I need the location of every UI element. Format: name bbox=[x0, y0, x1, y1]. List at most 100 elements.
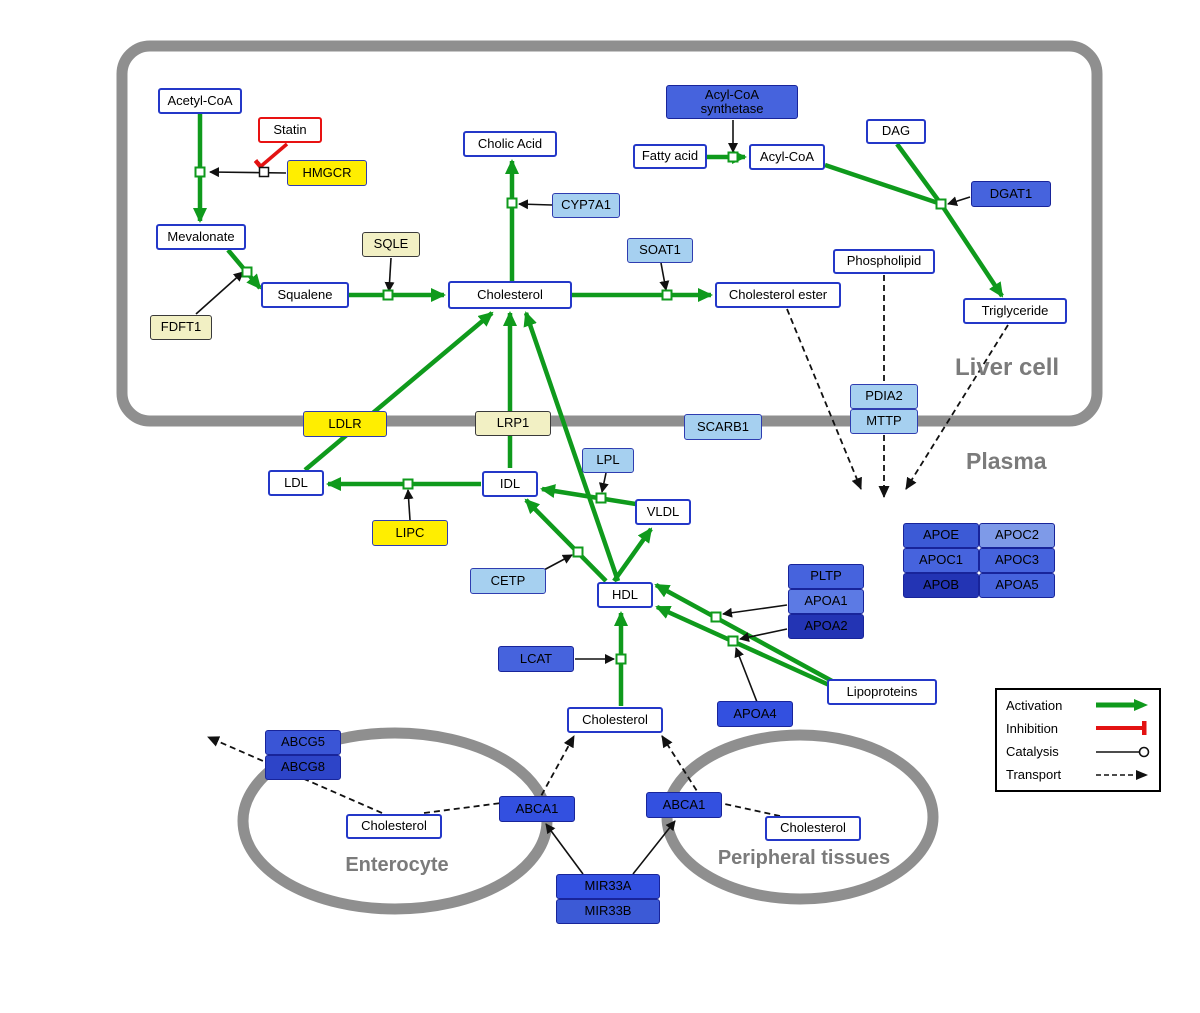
edge-transport-38 bbox=[905, 324, 1009, 490]
node-mir33b[interactable]: MIR33B bbox=[556, 898, 660, 924]
node-lcat[interactable]: LCAT bbox=[498, 646, 574, 672]
reaction-node-6 bbox=[935, 198, 947, 210]
node-fatty-acid[interactable]: Fatty acid bbox=[633, 143, 707, 169]
edge-catalysis-21 bbox=[195, 271, 244, 315]
edge-activation-14 bbox=[524, 498, 608, 583]
reaction-node-0 bbox=[194, 166, 206, 178]
liver-cell-membrane bbox=[116, 40, 1103, 427]
node-cholesterol-liver[interactable]: Cholesterol bbox=[448, 281, 572, 309]
transport-dashed-arrow-icon bbox=[1096, 769, 1148, 780]
edge-activation-7 bbox=[895, 142, 943, 206]
node-apoe[interactable]: APOE bbox=[903, 522, 979, 548]
node-apoc1[interactable]: APOC1 bbox=[903, 547, 979, 573]
reaction-node-7 bbox=[402, 478, 414, 490]
legend-row-inhibition: Inhibition bbox=[1006, 720, 1150, 736]
reaction-node-5 bbox=[727, 151, 739, 163]
node-acyl-coa[interactable]: Acyl-CoA bbox=[749, 144, 825, 170]
legend-activation-label: Activation bbox=[1006, 697, 1063, 713]
reaction-node-1 bbox=[241, 266, 253, 278]
node-abcg8[interactable]: ABCG8 bbox=[265, 754, 341, 780]
edge-activation-11 bbox=[523, 311, 621, 582]
edge-activation-12 bbox=[540, 484, 637, 507]
edge-catalysis-31 bbox=[739, 628, 788, 643]
node-cyp7a1[interactable]: CYP7A1 bbox=[552, 192, 620, 218]
node-dag[interactable]: DAG bbox=[866, 118, 926, 144]
reaction-node-10 bbox=[615, 653, 627, 665]
node-apoa5[interactable]: APOA5 bbox=[979, 572, 1055, 598]
node-apoa2[interactable]: APOA2 bbox=[788, 613, 864, 639]
node-statin[interactable]: Statin bbox=[258, 117, 322, 143]
node-hdl[interactable]: HDL bbox=[597, 582, 653, 608]
open-square-marker-0 bbox=[258, 166, 270, 178]
node-apob[interactable]: APOB bbox=[903, 572, 979, 598]
node-sqle[interactable]: SQLE bbox=[362, 231, 420, 257]
edge-catalysis-26 bbox=[403, 489, 414, 521]
edge-activation-9 bbox=[303, 311, 494, 472]
activation-arrow-icon bbox=[1096, 699, 1148, 711]
reaction-node-11 bbox=[710, 611, 722, 623]
node-apoc3[interactable]: APOC3 bbox=[979, 547, 1055, 573]
edge-activation-6 bbox=[824, 162, 942, 207]
node-scarb1[interactable]: SCARB1 bbox=[684, 414, 762, 440]
inhibition-tbar-icon bbox=[1096, 721, 1147, 736]
node-lipoproteins[interactable]: Lipoproteins bbox=[827, 679, 937, 705]
node-apoa4[interactable]: APOA4 bbox=[717, 701, 793, 727]
node-soat1[interactable]: SOAT1 bbox=[627, 237, 693, 263]
node-ldlr[interactable]: LDLR bbox=[303, 411, 387, 437]
node-acyl-coa-synthetase[interactable]: Acyl-CoA synthetase bbox=[666, 85, 798, 119]
legend-inhibition-label: Inhibition bbox=[1006, 720, 1059, 736]
node-acetyl-coa[interactable]: Acetyl-CoA bbox=[158, 88, 242, 114]
legend-row-catalysis: Catalysis bbox=[1006, 744, 1150, 760]
node-lpl[interactable]: LPL bbox=[582, 447, 634, 473]
node-ldl[interactable]: LDL bbox=[268, 470, 324, 496]
node-mir33a[interactable]: MIR33A bbox=[556, 873, 660, 899]
liver-cell-label: Liver cell bbox=[955, 354, 1060, 381]
node-cholesterol-plasma[interactable]: Cholesterol bbox=[567, 707, 663, 733]
edge-catalysis-30 bbox=[722, 604, 788, 618]
node-abcg5[interactable]: ABCG5 bbox=[265, 729, 341, 755]
node-mevalonate[interactable]: Mevalonate bbox=[156, 224, 246, 250]
node-abca1-left[interactable]: ABCA1 bbox=[499, 796, 575, 822]
edge-transport-40 bbox=[423, 735, 575, 814]
node-mttp[interactable]: MTTP bbox=[850, 408, 918, 434]
plasma-label: Plasma bbox=[966, 448, 1047, 474]
node-idl[interactable]: IDL bbox=[482, 471, 538, 497]
node-apoa1[interactable]: APOA1 bbox=[788, 588, 864, 614]
node-cholic-acid[interactable]: Cholic Acid bbox=[463, 131, 557, 157]
legend-row-transport: Transport bbox=[1006, 767, 1150, 783]
node-triglyceride[interactable]: Triglyceride bbox=[963, 298, 1067, 324]
node-cholesterol-ester[interactable]: Cholesterol ester bbox=[715, 282, 841, 308]
node-lrp1[interactable]: LRP1 bbox=[475, 410, 551, 436]
edge-catalysis-34 bbox=[632, 820, 676, 875]
edge-catalysis-32 bbox=[734, 647, 758, 703]
legend-transport-label: Transport bbox=[1006, 767, 1062, 783]
node-pdia2[interactable]: PDIA2 bbox=[850, 383, 918, 409]
peripheral-tissues-label: Peripheral tissues bbox=[717, 847, 891, 869]
node-hmgcr[interactable]: HMGCR bbox=[287, 160, 367, 186]
node-pltp[interactable]: PLTP bbox=[788, 563, 864, 589]
edge-catalysis-25 bbox=[947, 196, 971, 207]
node-cetp[interactable]: CETP bbox=[470, 568, 546, 594]
node-cholesterol-peripheral[interactable]: Cholesterol bbox=[765, 815, 861, 841]
node-dgat1[interactable]: DGAT1 bbox=[971, 181, 1051, 207]
node-apoc2[interactable]: APOC2 bbox=[979, 522, 1055, 548]
edge-activation-18 bbox=[655, 604, 839, 692]
node-vldl[interactable]: VLDL bbox=[635, 499, 691, 525]
node-lipc[interactable]: LIPC bbox=[372, 520, 448, 546]
reaction-node-4 bbox=[661, 289, 673, 301]
node-abca1-right[interactable]: ABCA1 bbox=[646, 792, 722, 818]
reaction-node-8 bbox=[595, 492, 607, 504]
enterocyte-label: Enterocyte bbox=[345, 854, 449, 876]
node-fdft1[interactable]: FDFT1 bbox=[150, 314, 212, 340]
legend-row-activation: Activation bbox=[1006, 697, 1150, 713]
edge-transport-36 bbox=[786, 308, 862, 490]
node-cholesterol-enterocyte[interactable]: Cholesterol bbox=[346, 813, 442, 839]
reaction-node-9 bbox=[572, 546, 584, 558]
node-phospholipid[interactable]: Phospholipid bbox=[833, 248, 935, 274]
node-squalene[interactable]: Squalene bbox=[261, 282, 349, 308]
edge-activation-8 bbox=[939, 202, 1004, 298]
edge-catalysis-27 bbox=[598, 472, 609, 493]
